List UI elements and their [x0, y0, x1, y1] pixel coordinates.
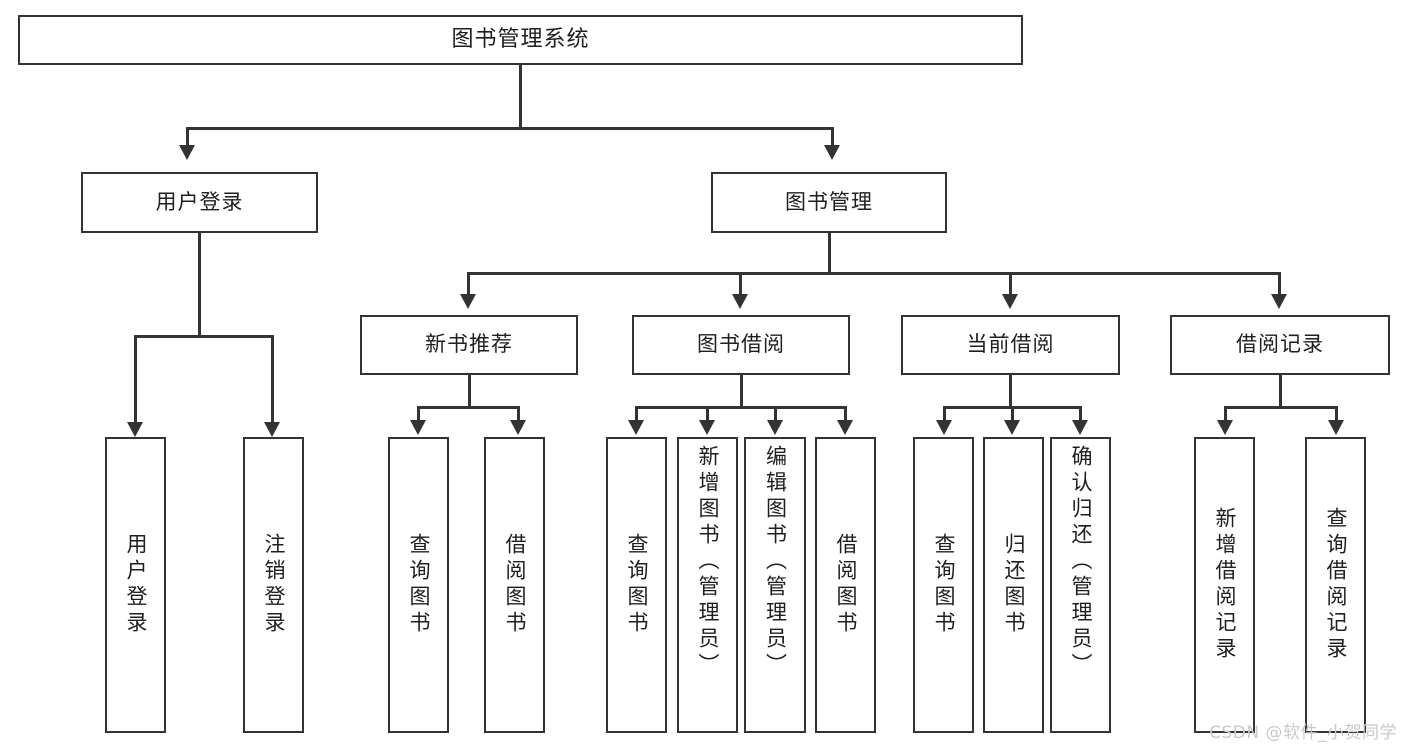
arrow-user-login-leaf-1 — [127, 422, 143, 437]
node-borrow-record[interactable]: 借阅记录 — [1170, 315, 1390, 375]
arrow-user-login-leaf-2 — [264, 422, 280, 437]
connector-root-to-user-login — [186, 127, 189, 145]
connector-cb-drop-2 — [1011, 406, 1014, 420]
connector-nbr-bar — [417, 406, 519, 409]
connector-book-manage-bar — [467, 272, 1281, 275]
arrow-nbr-leaf-1 — [410, 420, 426, 435]
node-new-book-recommend[interactable]: 新书推荐 — [360, 315, 578, 375]
node-leaf-return-book-label: 归还图书 — [1002, 533, 1026, 637]
node-new-book-recommend-label: 新书推荐 — [425, 332, 513, 357]
node-leaf-edit-book[interactable]: 编辑图书（管理员） — [744, 437, 806, 733]
connector-bm-drop-4 — [1278, 272, 1281, 294]
connector-bb-drop-4 — [844, 406, 847, 420]
node-book-manage[interactable]: 图书管理 — [711, 172, 947, 233]
arrow-root-to-user-login — [179, 145, 195, 160]
connector-user-login-bar — [134, 335, 273, 338]
arrow-bm-to-book-borrow — [732, 294, 748, 309]
node-user-login-label: 用户登录 — [155, 189, 244, 214]
connector-br-drop-2 — [1335, 406, 1338, 420]
connector-root-bar — [186, 127, 833, 130]
arrow-bb-leaf-1 — [628, 420, 644, 435]
node-leaf-borrow-book-1[interactable]: 借阅图书 — [484, 437, 545, 733]
connector-bm-drop-3 — [1009, 272, 1012, 294]
node-leaf-query-book-1[interactable]: 查询图书 — [388, 437, 449, 733]
node-leaf-borrow-book-1-label: 借阅图书 — [503, 533, 527, 637]
node-root[interactable]: 图书管理系统 — [18, 15, 1023, 65]
node-leaf-return-book[interactable]: 归还图书 — [983, 437, 1044, 733]
connector-book-manage-stem — [828, 233, 831, 274]
connector-user-login-drop-2 — [271, 335, 274, 422]
node-leaf-add-record[interactable]: 新增借阅记录 — [1194, 437, 1255, 733]
arrow-nbr-leaf-2 — [510, 420, 526, 435]
connector-br-bar — [1224, 406, 1337, 409]
connector-cb-stem — [1009, 375, 1012, 408]
node-leaf-add-book[interactable]: 新增图书（管理员） — [677, 437, 738, 733]
connector-nbr-drop-2 — [517, 406, 520, 420]
node-leaf-add-record-label: 新增借阅记录 — [1213, 507, 1237, 663]
arrow-bb-leaf-4 — [837, 420, 853, 435]
node-leaf-confirm-return[interactable]: 确认归还（管理员） — [1050, 437, 1111, 733]
node-leaf-user-login[interactable]: 用户登录 — [105, 437, 166, 733]
arrow-bb-leaf-3 — [767, 420, 783, 435]
node-book-borrow-label: 图书借阅 — [697, 332, 785, 357]
connector-bb-bar — [635, 406, 847, 409]
connector-bm-drop-2 — [739, 272, 742, 294]
connector-br-drop-1 — [1224, 406, 1227, 420]
arrow-br-leaf-2 — [1328, 420, 1344, 435]
connector-nbr-stem — [468, 375, 471, 408]
connector-br-stem — [1279, 375, 1282, 408]
watermark: CSDN @软件_小贺同学 — [1209, 723, 1397, 743]
connector-cb-drop-3 — [1079, 406, 1082, 420]
connector-bb-stem — [740, 375, 743, 408]
node-leaf-query-book-1-label: 查询图书 — [407, 533, 431, 637]
arrow-cb-leaf-1 — [936, 420, 952, 435]
arrow-br-leaf-1 — [1217, 420, 1233, 435]
connector-root-to-book-manage — [831, 127, 834, 145]
node-leaf-borrow-book-2[interactable]: 借阅图书 — [815, 437, 876, 733]
node-leaf-logout[interactable]: 注销登录 — [243, 437, 304, 733]
arrow-bb-leaf-2 — [699, 420, 715, 435]
arrow-bm-to-borrow-record — [1271, 294, 1287, 309]
node-current-borrow[interactable]: 当前借阅 — [901, 315, 1120, 375]
node-borrow-record-label: 借阅记录 — [1236, 332, 1324, 357]
connector-bb-drop-2 — [706, 406, 709, 420]
connector-nbr-drop-1 — [417, 406, 420, 420]
connector-user-login-stem — [198, 233, 201, 337]
node-leaf-edit-book-label: 编辑图书（管理员） — [763, 445, 788, 679]
node-user-login[interactable]: 用户登录 — [81, 172, 318, 233]
connector-user-login-drop-1 — [134, 335, 137, 422]
node-leaf-logout-label: 注销登录 — [262, 533, 286, 637]
node-leaf-query-record-label: 查询借阅记录 — [1324, 507, 1348, 663]
node-book-manage-label: 图书管理 — [785, 189, 873, 214]
arrow-bm-to-current-borrow — [1002, 294, 1018, 309]
arrow-cb-leaf-2 — [1004, 420, 1020, 435]
connector-bm-drop-1 — [467, 272, 470, 294]
node-leaf-query-book-2-label: 查询图书 — [625, 533, 649, 637]
arrow-cb-leaf-3 — [1072, 420, 1088, 435]
node-book-borrow[interactable]: 图书借阅 — [632, 315, 850, 375]
connector-bb-drop-1 — [635, 406, 638, 420]
arrow-root-to-book-manage — [824, 145, 840, 160]
node-current-borrow-label: 当前借阅 — [966, 332, 1055, 357]
node-leaf-borrow-book-2-label: 借阅图书 — [834, 533, 858, 637]
node-root-label: 图书管理系统 — [451, 26, 590, 52]
node-leaf-query-record[interactable]: 查询借阅记录 — [1305, 437, 1366, 733]
connector-cb-drop-1 — [943, 406, 946, 420]
node-leaf-user-login-label: 用户登录 — [124, 533, 148, 637]
connector-root-stem — [519, 65, 522, 129]
arrow-bm-to-new-book-recommend — [460, 294, 476, 309]
node-leaf-add-book-label: 新增图书（管理员） — [696, 445, 720, 679]
connector-bb-drop-3 — [774, 406, 777, 420]
node-leaf-query-book-3-label: 查询图书 — [932, 533, 956, 637]
node-leaf-query-book-2[interactable]: 查询图书 — [606, 437, 667, 733]
node-leaf-confirm-return-label: 确认归还（管理员） — [1069, 445, 1093, 679]
node-leaf-query-book-3[interactable]: 查询图书 — [913, 437, 974, 733]
